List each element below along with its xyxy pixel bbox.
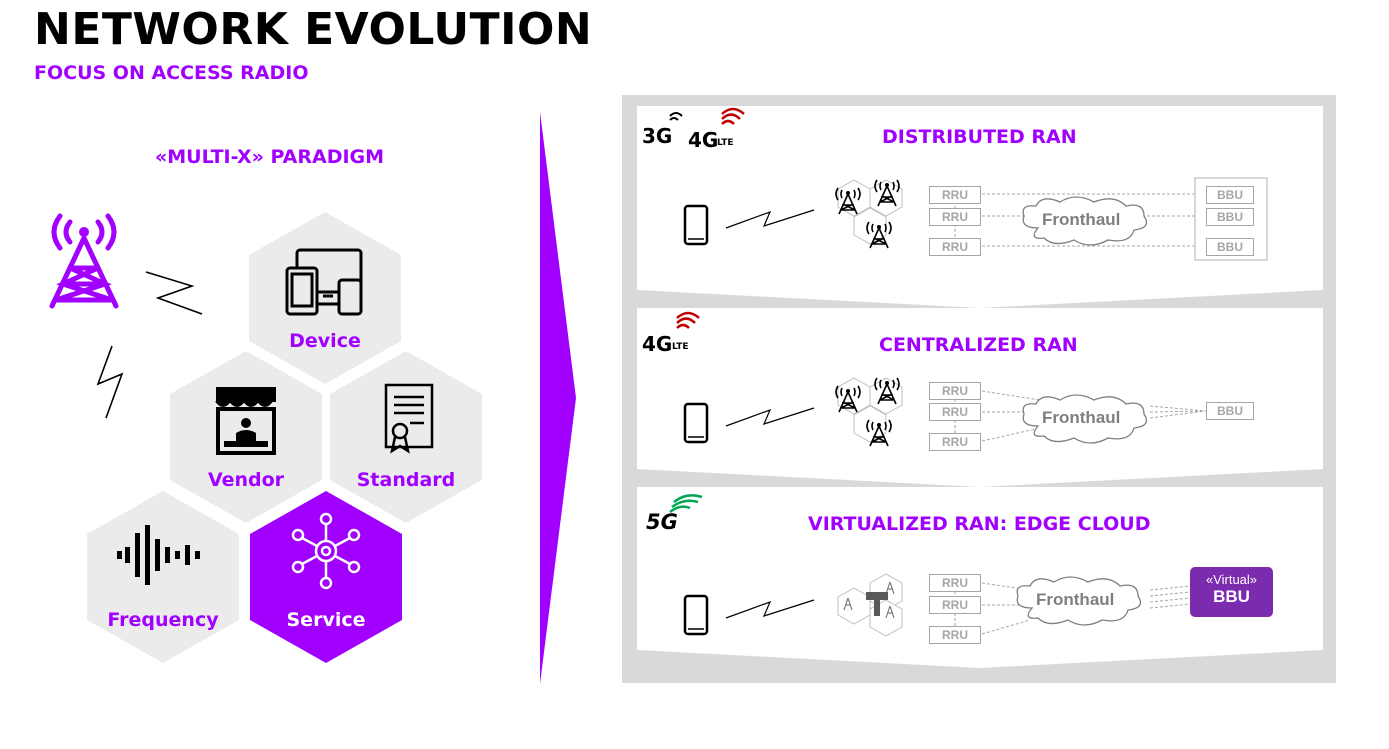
hex-standard: Standard bbox=[330, 351, 482, 523]
signal-icon bbox=[669, 112, 683, 121]
gen-4g: 4G bbox=[688, 128, 719, 152]
gen-lte: LTE bbox=[717, 138, 734, 148]
paradigm-title: «MULTI-X» PARADIGM bbox=[155, 146, 385, 168]
hex-label-vendor: Vendor bbox=[207, 469, 285, 491]
fronthaul-label: Fronthaul bbox=[1042, 210, 1121, 229]
bbu-box: BBU bbox=[1206, 238, 1254, 256]
signal-icon bbox=[721, 107, 745, 125]
signal-zigzag-icon bbox=[96, 345, 124, 419]
hex-service: Service bbox=[250, 491, 402, 663]
rru-box: RRU bbox=[929, 208, 981, 226]
rru-box: RRU bbox=[929, 186, 981, 204]
hex-device: Device bbox=[249, 212, 401, 384]
hex-frequency: Frequency bbox=[87, 491, 239, 663]
transition-arrow bbox=[540, 112, 576, 684]
fronthaul-label: Fronthaul bbox=[1042, 408, 1121, 427]
radio-tower-icon bbox=[49, 213, 119, 309]
hex-label-frequency: Frequency bbox=[107, 609, 219, 631]
rru-box: RRU bbox=[929, 574, 981, 592]
page-title: NETWORK EVOLUTION bbox=[34, 4, 593, 55]
signal-icon bbox=[676, 311, 700, 329]
hex-label-service: Service bbox=[286, 609, 366, 631]
hex-label-device: Device bbox=[289, 330, 361, 352]
storefront-icon bbox=[215, 387, 276, 455]
bbu-box: BBU bbox=[1206, 208, 1254, 226]
devices-icon bbox=[285, 248, 363, 316]
band-title-centralized: CENTRALIZED RAN bbox=[879, 334, 1078, 356]
hex-vendor: Vendor bbox=[170, 351, 322, 523]
waveform-icon bbox=[117, 525, 200, 585]
fronthaul-label: Fronthaul bbox=[1036, 590, 1115, 609]
band-title-distributed: DISTRIBUTED RAN bbox=[882, 126, 1077, 148]
rru-box: RRU bbox=[929, 403, 981, 421]
gen-lte: LTE bbox=[672, 342, 689, 352]
rru-box: RRU bbox=[929, 382, 981, 400]
hex-label-standard: Standard bbox=[356, 469, 456, 491]
bbu-box: BBU bbox=[1206, 402, 1254, 420]
rru-box: RRU bbox=[929, 433, 981, 451]
page-subtitle: FOCUS ON ACCESS RADIO bbox=[34, 62, 309, 84]
rru-box: RRU bbox=[929, 596, 981, 614]
signal-zigzag-icon bbox=[145, 271, 203, 315]
gen-5g: 5G bbox=[646, 510, 678, 534]
signal-icon bbox=[669, 494, 703, 513]
rru-box: RRU bbox=[929, 238, 981, 256]
network-hub-icon bbox=[291, 512, 361, 590]
virtual-bbu-line2: BBU bbox=[1213, 587, 1250, 606]
band-title-virtualized: VIRTUALIZED RAN: EDGE CLOUD bbox=[808, 513, 1151, 535]
virtual-bbu-box: «Virtual» BBU bbox=[1190, 567, 1273, 617]
rru-box: RRU bbox=[929, 626, 981, 644]
virtual-bbu-line1: «Virtual» bbox=[1205, 572, 1258, 587]
gen-3g: 3G bbox=[642, 124, 673, 148]
certificate-icon bbox=[384, 383, 434, 454]
gen-4g: 4G bbox=[642, 332, 673, 356]
bbu-box: BBU bbox=[1206, 186, 1254, 204]
